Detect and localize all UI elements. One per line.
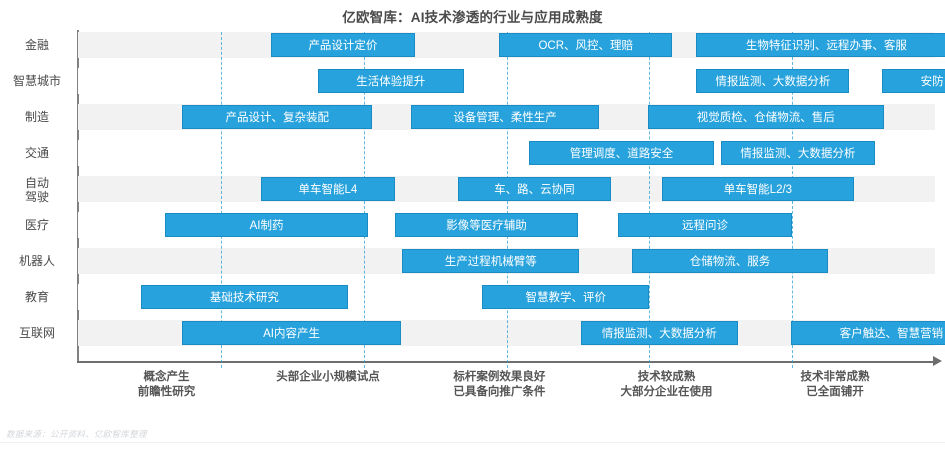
maturity-bar[interactable]: 单车智能L2/3 xyxy=(662,177,854,201)
maturity-bar[interactable]: 智慧教学、评价 xyxy=(482,285,650,309)
footer-divider xyxy=(0,442,945,443)
maturity-bar[interactable]: 客户触达、智慧营销 xyxy=(790,321,945,345)
maturity-bar[interactable]: 影像等医疗辅助 xyxy=(395,213,578,237)
y-axis-label-互联网: 互联网 xyxy=(18,326,55,340)
maturity-bar[interactable]: OCR、风控、理赔 xyxy=(499,33,673,57)
maturity-bar[interactable]: 情报监测、大数据分析 xyxy=(720,141,875,165)
maturity-bar[interactable]: 情报监测、大数据分析 xyxy=(580,321,738,345)
maturity-bar[interactable]: 远程问诊 xyxy=(617,213,793,237)
maturity-bar[interactable]: 基础技术研究 xyxy=(140,285,348,309)
maturity-bar[interactable]: 单车智能L4 xyxy=(260,177,396,201)
maturity-bar[interactable]: 情报监测、大数据分析 xyxy=(696,69,850,93)
maturity-bar[interactable]: AI制药 xyxy=(165,213,368,237)
maturity-bar[interactable]: 产品设计定价 xyxy=(270,33,416,57)
source-note: 数据来源：公开资料、亿欧智库整理 xyxy=(6,429,147,439)
gridline xyxy=(649,32,651,368)
gridline xyxy=(220,32,222,368)
maturity-bar[interactable]: 视觉质检、仓储物流、售后 xyxy=(647,105,884,129)
maturity-bar[interactable]: 车、路、云协同 xyxy=(457,177,611,201)
maturity-bar[interactable]: 产品设计、复杂装配 xyxy=(182,105,373,129)
y-axis-label-机器人: 机器人 xyxy=(18,254,55,268)
maturity-bar[interactable]: 生活体验提升 xyxy=(317,69,464,93)
y-axis-label-自动驾驶: 自动驾驶 xyxy=(24,176,49,204)
x-axis-stage-label-1: 概念产生前瞻性研究 xyxy=(137,371,196,398)
chart-title: 亿欧智库：AI技术渗透的行业与应用成熟度 xyxy=(342,10,603,25)
maturity-bar[interactable]: 安防 xyxy=(882,69,945,93)
x-axis-stage-label-4: 技术较成熟大部分企业在使用 xyxy=(620,371,713,398)
y-axis-label-教育: 教育 xyxy=(24,290,49,304)
maturity-bar[interactable]: 生物特征识别、远程办事、客服 xyxy=(696,33,945,57)
maturity-bar[interactable]: AI内容产生 xyxy=(182,321,401,345)
x-axis-stage-label-2: 头部企业小规模试点 xyxy=(276,371,380,383)
x-axis-arrow-icon xyxy=(933,356,942,366)
maturity-bar[interactable]: 管理调度、道路安全 xyxy=(529,141,714,165)
y-axis-label-医疗: 医疗 xyxy=(24,218,49,232)
y-axis-label-交通: 交通 xyxy=(24,146,49,160)
maturity-bar[interactable]: 设备管理、柔性生产 xyxy=(410,105,600,129)
x-axis-stage-label-3: 标杆案例效果良好已具备向推广条件 xyxy=(453,371,546,398)
x-axis-line xyxy=(77,361,935,363)
maturity-bar[interactable]: 生产过程机械臂等 xyxy=(402,249,580,273)
y-axis-label-制造: 制造 xyxy=(24,110,49,124)
y-axis-label-金融: 金融 xyxy=(24,38,49,52)
x-axis-stage-label-5: 技术非常成熟已全面铺开 xyxy=(800,371,870,398)
y-axis-label-智慧城市: 智慧城市 xyxy=(12,74,61,88)
maturity-bar[interactable]: 仓储物流、服务 xyxy=(632,249,828,273)
